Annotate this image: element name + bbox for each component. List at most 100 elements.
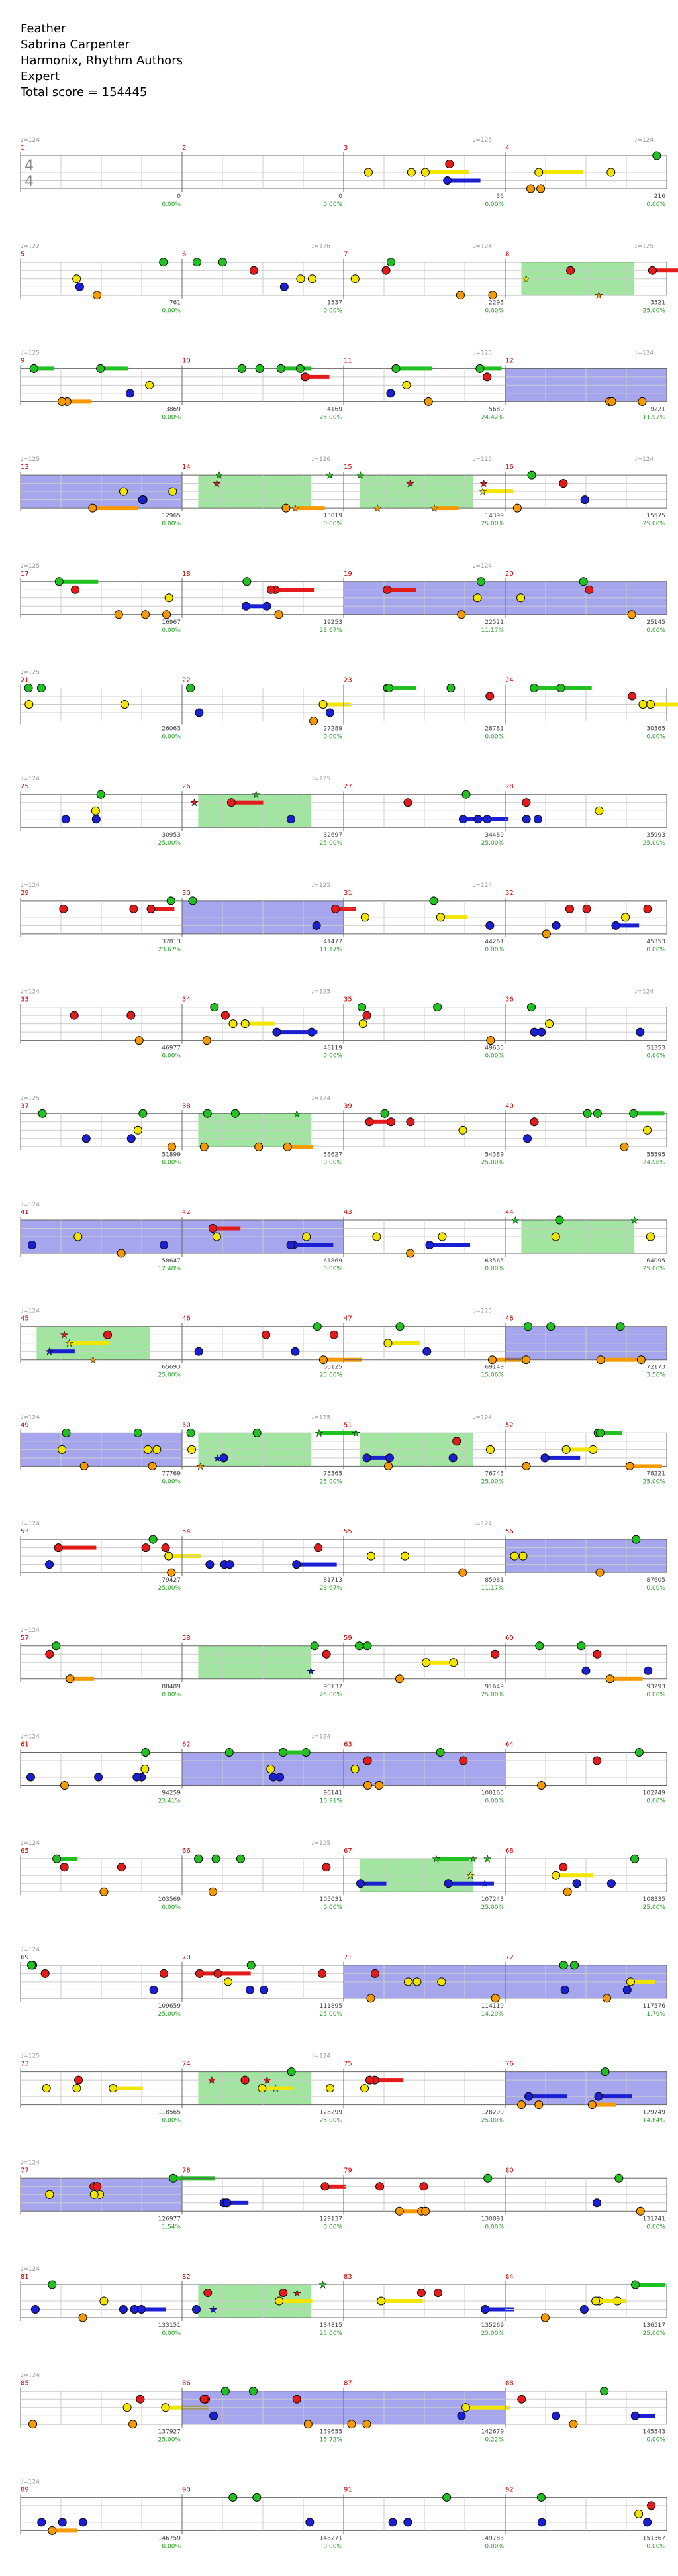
measure-percent: 0.00% — [162, 414, 181, 421]
measure-percent: 0.00% — [323, 2543, 342, 2550]
measure-51: ★ — [343, 1428, 505, 1470]
note-gem — [461, 790, 471, 799]
measure-number: 59 — [344, 1635, 352, 1642]
measure-score: 3521 — [650, 300, 665, 307]
measure-score: 111895 — [320, 2003, 342, 2010]
measure-percent: 0.00% — [646, 1692, 665, 1698]
tempo-marking: ♩=124 — [21, 2266, 40, 2273]
measure-53 — [20, 1535, 202, 1577]
note-gem — [249, 266, 258, 275]
star-note: ★ — [291, 503, 300, 514]
note-gem — [88, 503, 97, 513]
measure-score: 61869 — [323, 1258, 342, 1264]
note-gem — [208, 1224, 217, 1233]
measure-score: 30953 — [162, 832, 181, 839]
note-gem — [638, 397, 647, 406]
measure-42 — [181, 1217, 344, 1257]
note-gem — [391, 364, 401, 373]
measure-percent: 0.00% — [646, 734, 665, 741]
note-gem — [556, 684, 565, 692]
note-gem — [205, 1560, 215, 1569]
measure-71 — [343, 1961, 505, 2003]
sustain-tail — [58, 1545, 97, 1550]
note-gem — [195, 708, 204, 717]
note-gem — [644, 1666, 653, 1675]
measure-score: 136517 — [643, 2322, 665, 2329]
measure-number: 61 — [21, 1741, 29, 1749]
note-gem — [593, 1649, 602, 1659]
note-gem — [643, 2518, 652, 2527]
sustain-tail — [323, 702, 352, 707]
measure-percent: 25.00% — [320, 2118, 343, 2124]
note-gem — [136, 2395, 145, 2404]
measure-68 — [505, 1854, 667, 1896]
measure-36 — [505, 1003, 667, 1044]
measure-percent: 25.00% — [643, 1478, 666, 1485]
note-gem — [119, 2305, 128, 2314]
note-gem — [626, 1977, 635, 1986]
measure-number: 58 — [182, 1635, 191, 1642]
sustain-tail — [318, 1431, 357, 1435]
note-gem — [377, 2296, 386, 2306]
measure-43 — [343, 1217, 505, 1258]
note-gem — [58, 1445, 67, 1454]
note-gem — [132, 1773, 142, 1782]
tempo-marking: ♩=125 — [473, 1308, 492, 1315]
note-gem — [164, 1551, 173, 1561]
measure-percent: 25.00% — [481, 521, 505, 527]
measure-20 — [505, 577, 667, 619]
sustain-tail — [538, 170, 584, 174]
note-gem — [491, 1994, 500, 2003]
measure-35 — [343, 1003, 505, 1045]
measure-number: 24 — [505, 677, 514, 684]
measure-score: 28781 — [485, 726, 504, 733]
measure-81 — [20, 2280, 182, 2322]
note-gem — [605, 1674, 614, 1684]
note-gem — [360, 913, 369, 922]
measure-number: 20 — [505, 570, 514, 578]
measure-number: 22 — [182, 677, 191, 684]
tempo-marking: ♩=124 — [473, 1414, 492, 1421]
note-gem — [443, 176, 452, 185]
note-gem — [70, 1011, 79, 1020]
note-gem — [595, 806, 604, 815]
note-gem — [491, 1649, 500, 1659]
measure-score: 69149 — [485, 1365, 504, 1371]
sustain-tail — [375, 2078, 404, 2083]
measure-percent: 25.00% — [481, 1904, 505, 1911]
measure-13 — [20, 472, 182, 513]
note-gem — [187, 1445, 197, 1454]
note-gem — [152, 1445, 162, 1454]
measure-84 — [505, 2280, 667, 2322]
note-gem — [533, 815, 542, 824]
measure-score: 12965 — [162, 513, 181, 519]
note-gem — [407, 168, 416, 177]
measure-52 — [505, 1428, 667, 1470]
measure-score: 1537 — [327, 300, 342, 307]
measure-percent: 0.00% — [646, 1798, 665, 1805]
note-gem — [54, 1543, 63, 1553]
tempo-marking: ♩=122 — [21, 244, 40, 250]
measure-percent: 0.00% — [323, 1266, 342, 1272]
measure-24 — [505, 684, 678, 725]
measure-15: ★★★★★★ — [343, 470, 514, 514]
note-gem — [475, 364, 485, 373]
note-gem — [555, 1215, 564, 1225]
measure-86 — [181, 2387, 344, 2429]
note-gem — [406, 1249, 415, 1258]
measure-number: 50 — [182, 1421, 191, 1429]
measure-number: 54 — [182, 1528, 191, 1535]
sustain-tail — [447, 178, 481, 183]
note-gem — [534, 2100, 544, 2110]
note-gem — [99, 2296, 109, 2306]
note-gem — [607, 397, 616, 406]
note-gem — [362, 2420, 371, 2429]
note-gem — [350, 1765, 360, 1773]
measure-number: 60 — [505, 1635, 514, 1642]
sustain-tail — [366, 1455, 391, 1460]
measure-score: 76745 — [485, 1470, 504, 1477]
note-gem — [424, 397, 433, 406]
note-gem — [526, 184, 536, 193]
measure-score: 145543 — [643, 2429, 665, 2436]
measure-score: 46977 — [162, 1045, 181, 1052]
